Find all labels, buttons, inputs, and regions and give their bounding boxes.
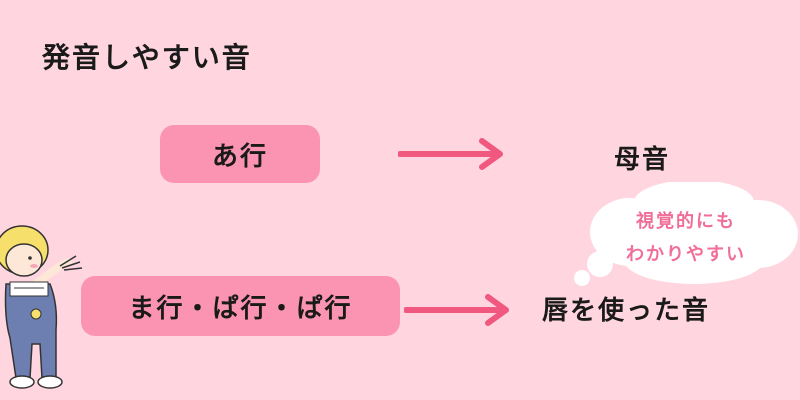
row-1-label-pill: あ行	[160, 125, 320, 183]
row-2-result: 唇を使った音	[542, 296, 711, 326]
row-2-label-pill: ま行・ぱ行・ぱ行	[81, 276, 400, 336]
bubble-line-1: 視覚的にも	[636, 211, 736, 232]
page-title: 発音しやすい音	[42, 41, 252, 74]
thought-bubble-icon	[574, 182, 798, 286]
row-1-result: 母音	[614, 145, 671, 175]
bubble-line-2: わかりやすい	[626, 244, 746, 265]
right-arrow-icon	[398, 138, 503, 170]
child-illustration	[0, 225, 83, 389]
right-arrow-icon	[404, 294, 509, 326]
